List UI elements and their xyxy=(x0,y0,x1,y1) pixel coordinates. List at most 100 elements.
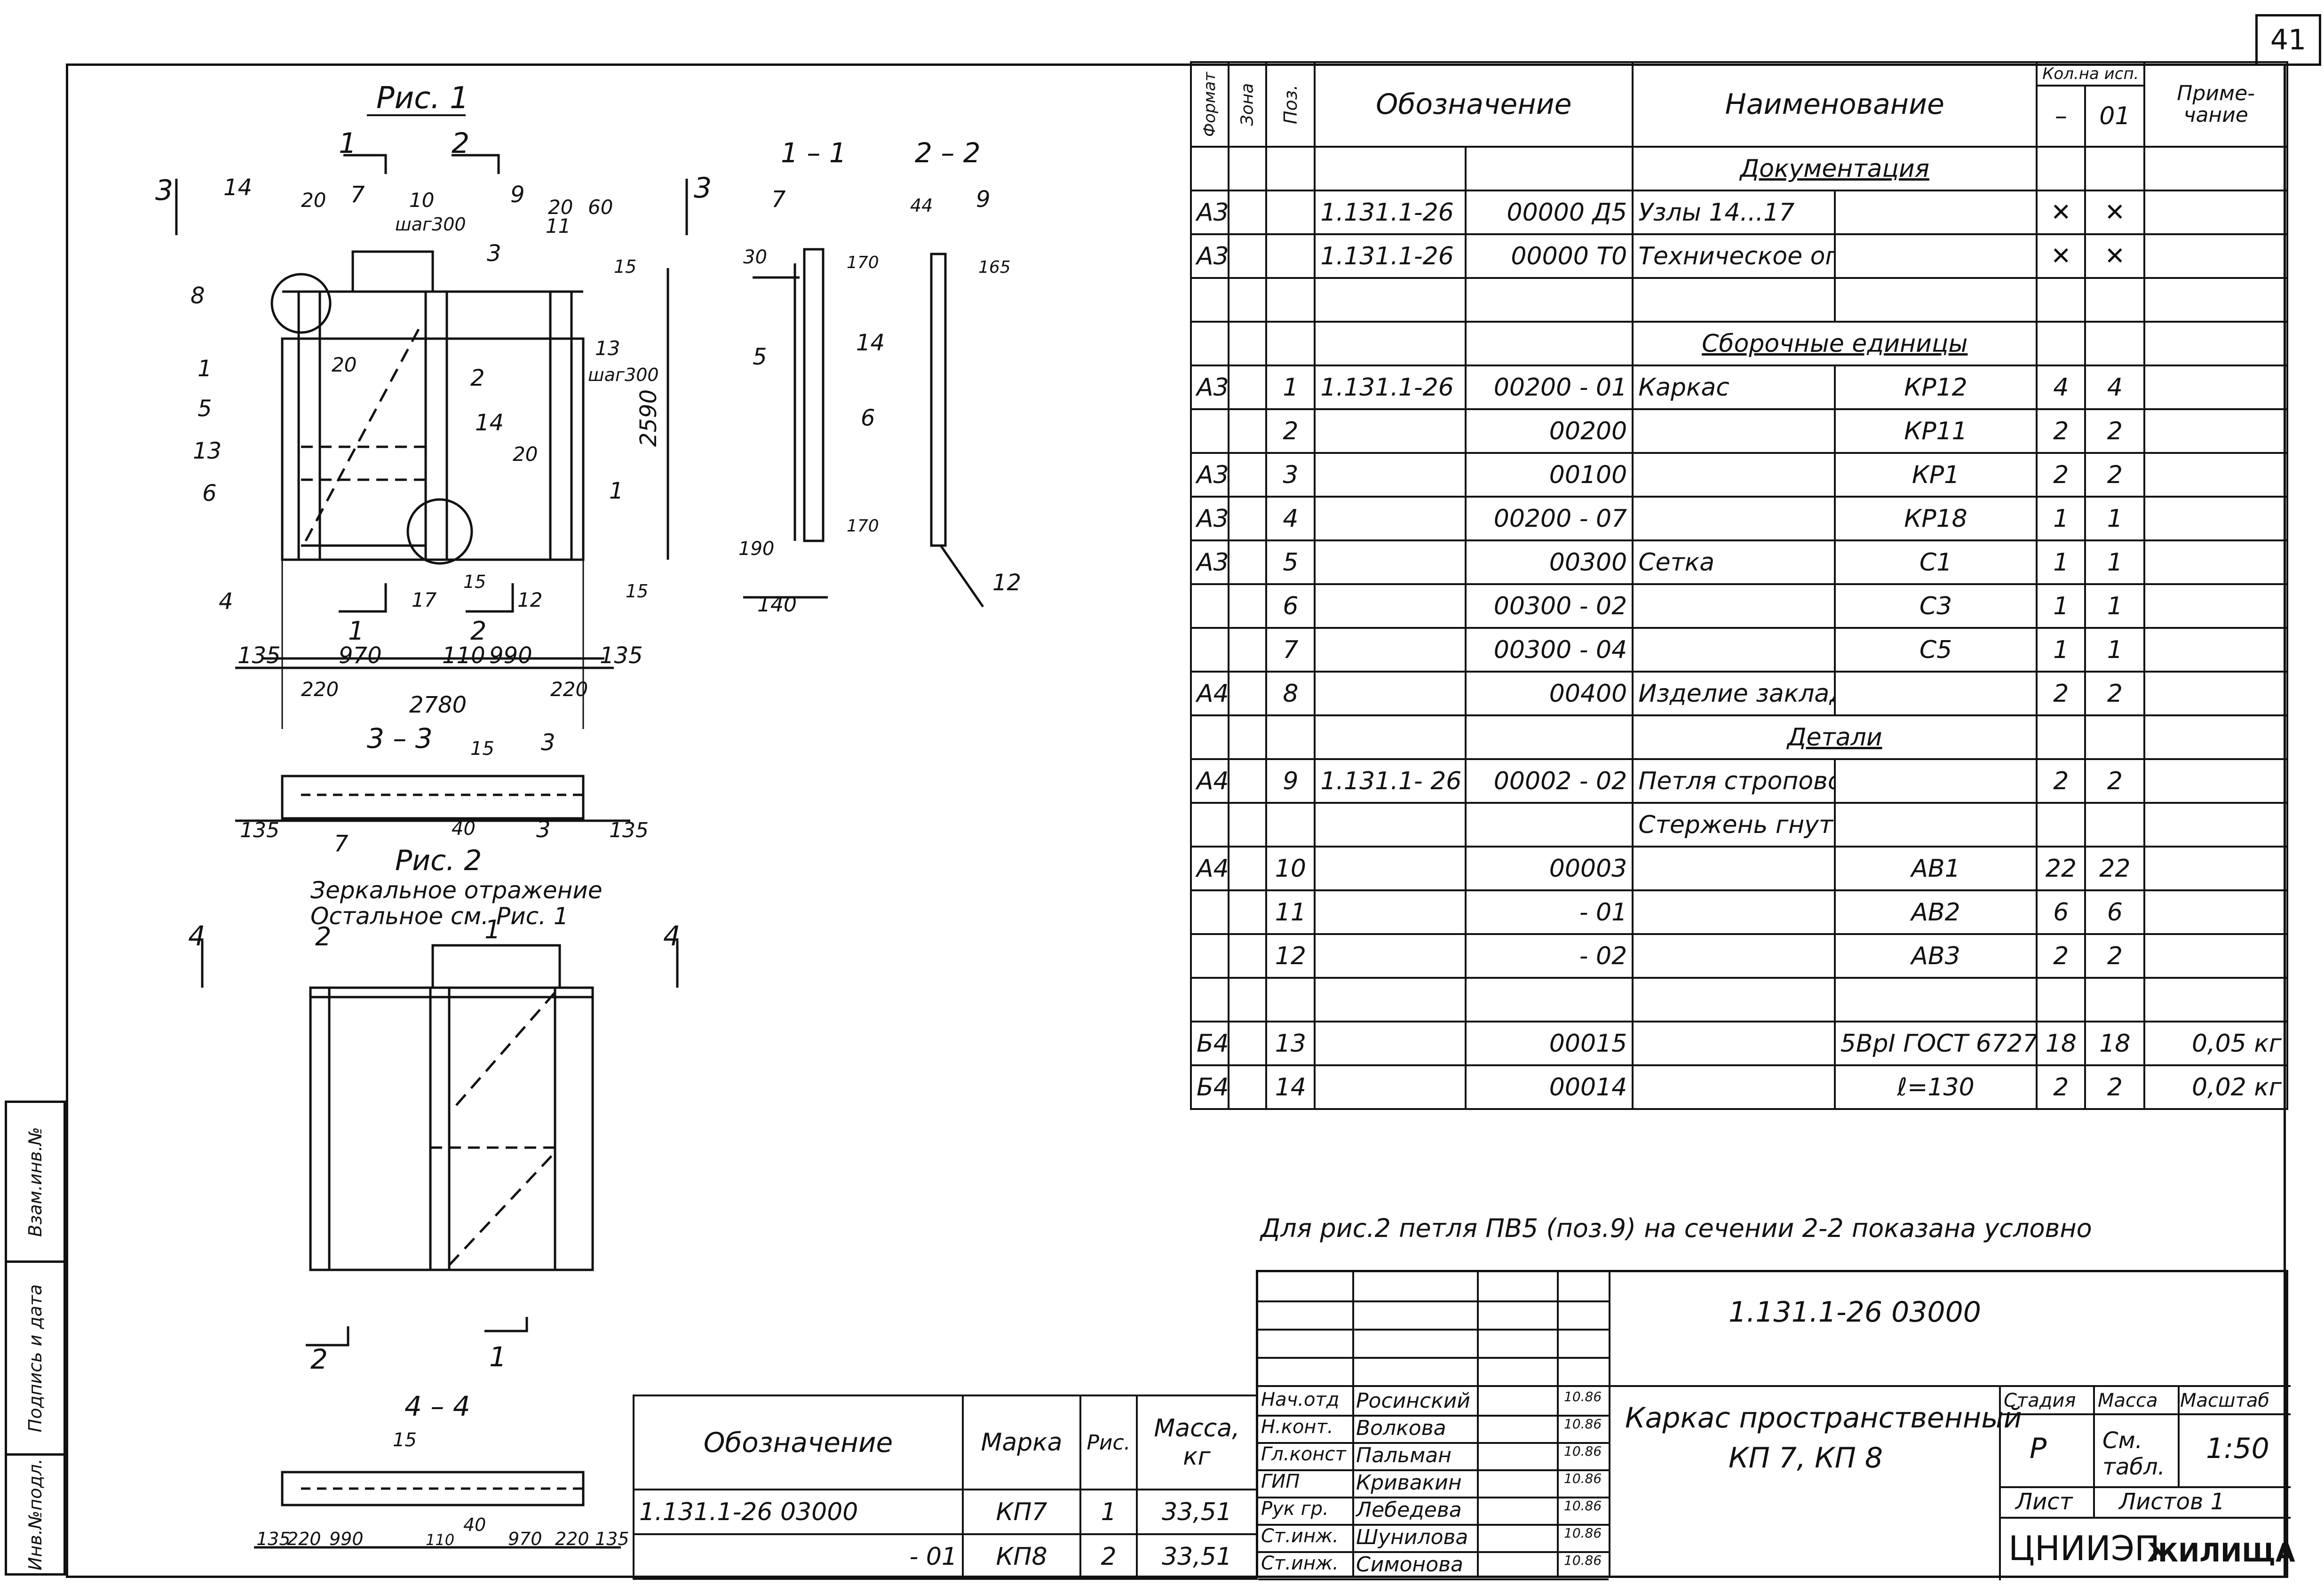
sheet-label: Лист xyxy=(2015,1489,2073,1515)
signature-role: Нач.отд xyxy=(1261,1389,1340,1411)
spec-cell-qty-01: 1 xyxy=(2084,539,2146,585)
spec-cell-qty-01: ✕ xyxy=(2084,233,2146,279)
spec-cell-qty: 6 xyxy=(2036,889,2086,935)
cut-label-4a: 4 xyxy=(188,920,206,952)
spec-cell-designation-num: 00300 xyxy=(1465,539,1634,585)
org-name: ЦНИИЭП xyxy=(2008,1529,2160,1568)
dim-220b: 220 xyxy=(550,678,588,701)
signature-date: 10.86 xyxy=(1564,1443,1602,1459)
mass-row-designation: - 01 xyxy=(633,1533,964,1580)
spec-cell-format xyxy=(1190,146,1230,191)
spec-cell-pos: 5 xyxy=(1265,539,1316,585)
spec-cell-note xyxy=(2143,452,2288,498)
header-name: Наименование xyxy=(1632,61,2038,148)
spec-cell-designation-num: 00100 xyxy=(1465,452,1634,498)
spec-cell-qty-01: 2 xyxy=(2084,758,2146,804)
header-pos: Поз. xyxy=(1265,61,1316,148)
header-qty-dash: – xyxy=(2036,85,2086,148)
dim-135c: 135 xyxy=(240,818,279,842)
pos-14b: 14 xyxy=(475,410,504,436)
spec-row: Стержень гнутый xyxy=(1190,802,2288,848)
spec-cell-name xyxy=(1632,583,1836,629)
spec-cell-pos: 2 xyxy=(1265,408,1316,454)
mass-table: Обозначение Марка Рис. Масса, кг 1.131.1… xyxy=(633,1395,1258,1580)
signature-role: Гл.конст xyxy=(1261,1443,1346,1465)
mass-header-mark: Марка xyxy=(962,1395,1081,1490)
dim-220c: 220 xyxy=(287,1529,321,1549)
fig2-outline xyxy=(309,986,594,1271)
header-designation: Обозначение xyxy=(1314,61,1634,148)
spec-cell-format xyxy=(1190,321,1230,366)
spec-cell-designation-code xyxy=(1314,1064,1467,1110)
dim-135e: 135 xyxy=(256,1529,291,1549)
spec-cell-qty xyxy=(2036,802,2086,848)
spec-cell-pos: 1 xyxy=(1265,365,1316,410)
pos-1a: 1 xyxy=(198,356,212,382)
spec-cell-designation-code: 1.131.1-26 xyxy=(1314,365,1467,410)
signature-date: 10.86 xyxy=(1564,1498,1602,1514)
spec-cell-name xyxy=(1632,452,1836,498)
spec-cell-name xyxy=(1632,933,1836,979)
mass-row-mark: КП8 xyxy=(962,1533,1081,1580)
cut-marker-1 xyxy=(343,154,387,174)
spec-cell-name xyxy=(1632,977,1836,1022)
spec-cell-pos: 12 xyxy=(1265,933,1316,979)
sec33-title: 3 – 3 xyxy=(367,722,433,754)
fig2-title: Рис. 2 xyxy=(395,844,482,877)
pos-5b: 5 xyxy=(753,344,767,370)
spec-cell-pos xyxy=(1265,714,1316,760)
spec-cell-format: А4 xyxy=(1190,846,1230,891)
spec-cell-note xyxy=(2143,977,2288,1022)
drawing-title: Каркас пространственный xyxy=(1625,1402,2022,1434)
spec-cell-designation-num: - 02 xyxy=(1465,933,1634,979)
spec-cell-pos: 7 xyxy=(1265,627,1316,673)
drawings-svg: Рис. 1 1 – 1 2 – 2 3 – 3 Рис. 2 Зеркальн… xyxy=(155,81,1021,1549)
spec-cell-qty: 22 xyxy=(2036,846,2086,891)
signature-role: Рук гр. xyxy=(1261,1498,1329,1520)
spec-cell-qty xyxy=(2036,714,2086,760)
mass-label: Масса xyxy=(2098,1390,2158,1411)
spec-cell-note: 0,02 кг xyxy=(2143,1064,2288,1110)
sec22-bar xyxy=(930,253,947,547)
spec-cell-qty: ✕ xyxy=(2036,233,2086,279)
spec-cell-name-mark: С5 xyxy=(1833,627,2038,673)
header-qty: Кол.на исп. xyxy=(2036,61,2146,87)
dim-15a: 15 xyxy=(614,256,636,277)
pos-14c: 14 xyxy=(856,330,885,356)
cut-label-1c: 1 xyxy=(484,915,500,944)
spec-cell-note xyxy=(2143,846,2288,891)
sheet-number: 41 xyxy=(2255,14,2321,66)
spec-cell-format xyxy=(1190,977,1230,1022)
spec-cell-qty-01: 1 xyxy=(2084,496,2146,541)
header-format: Формат xyxy=(1190,61,1230,148)
spec-cell-pos: 6 xyxy=(1265,583,1316,629)
spec-cell-name xyxy=(1632,846,1836,891)
dim-60: 60 xyxy=(588,196,613,219)
pos-17: 17 xyxy=(412,588,437,611)
spec-cell-qty: 1 xyxy=(2036,583,2086,629)
cut-label-1b: 1 xyxy=(348,616,364,646)
spec-cell-qty: 2 xyxy=(2036,452,2086,498)
dim-170b: 170 xyxy=(847,516,879,536)
cut-label-4b: 4 xyxy=(663,920,681,952)
signature-name: Симонова xyxy=(1356,1553,1464,1577)
mass-row: - 01 КП8 2 33,51 xyxy=(633,1533,1258,1580)
spec-cell-designation-num xyxy=(1465,802,1634,848)
signature-date: 10.86 xyxy=(1564,1416,1602,1432)
spec-cell-pos: 9 xyxy=(1265,758,1316,804)
dim-220d: 220 xyxy=(555,1529,589,1549)
left-stamp-strip: Взам.инв.№ Подпись и дата Инв.№подл. xyxy=(5,1101,66,1576)
mass-row-mark: КП7 xyxy=(962,1489,1081,1535)
dim-20d: 20 xyxy=(513,443,538,466)
spec-cell-qty: 2 xyxy=(2036,1064,2086,1110)
org-name-2: ЖИЛИЩА xyxy=(2147,1538,2295,1568)
pos-7a: 7 xyxy=(350,182,365,208)
sec11-title: 1 – 1 xyxy=(781,137,847,169)
pos-9a: 9 xyxy=(510,182,525,208)
spec-cell-designation-num: 00400 xyxy=(1465,671,1634,716)
cut-marker-1b xyxy=(339,583,387,613)
spec-cell-pos xyxy=(1265,146,1316,191)
